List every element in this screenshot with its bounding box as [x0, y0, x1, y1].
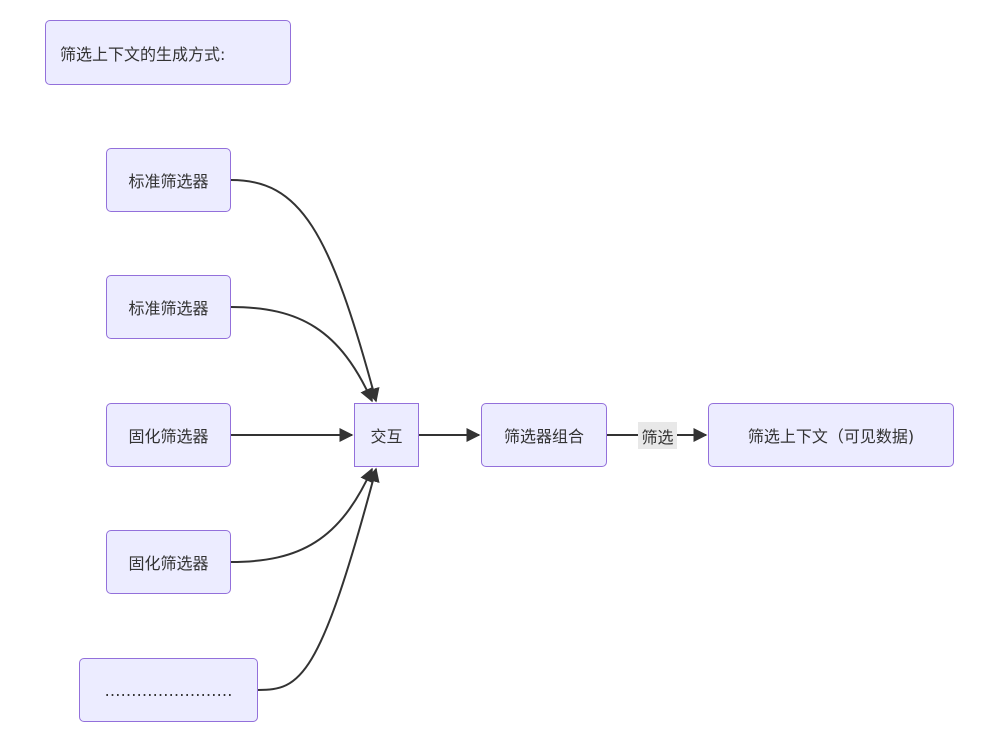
node-label: 筛选器组合 [503, 427, 584, 446]
edge-std2-to-interaction [230, 306, 374, 403]
node-more-filters: …………………… [79, 658, 258, 722]
title-note-box: 筛选上下文的生成方式: [45, 20, 291, 85]
node-label: 交互 [370, 427, 403, 446]
node-standard-filter-1: 标准筛选器 [106, 148, 231, 212]
node-filter-context: 筛选上下文（可见数据) [708, 403, 954, 467]
node-label: 标准筛选器 [128, 299, 209, 318]
node-fixed-filter-2: 固化筛选器 [106, 530, 231, 594]
edge-label-filter: 筛选 [638, 422, 677, 449]
node-label: 标准筛选器 [128, 172, 209, 191]
node-interaction: 交互 [354, 403, 419, 467]
edge-std1-to-interaction [230, 179, 380, 403]
edge-fix2-to-interaction [230, 467, 374, 563]
title-note-text: 筛选上下文的生成方式: [60, 44, 226, 64]
node-label: 筛选上下文（可见数据) [747, 427, 915, 446]
node-label: …………………… [104, 680, 233, 700]
node-fixed-filter-1: 固化筛选器 [106, 403, 231, 467]
node-filter-combination: 筛选器组合 [481, 403, 607, 467]
edge-dots-to-interaction [257, 467, 380, 691]
node-label: 固化筛选器 [128, 427, 209, 446]
edge-label-text: 筛选 [641, 427, 674, 447]
node-standard-filter-2: 标准筛选器 [106, 275, 231, 339]
node-label: 固化筛选器 [128, 554, 209, 573]
